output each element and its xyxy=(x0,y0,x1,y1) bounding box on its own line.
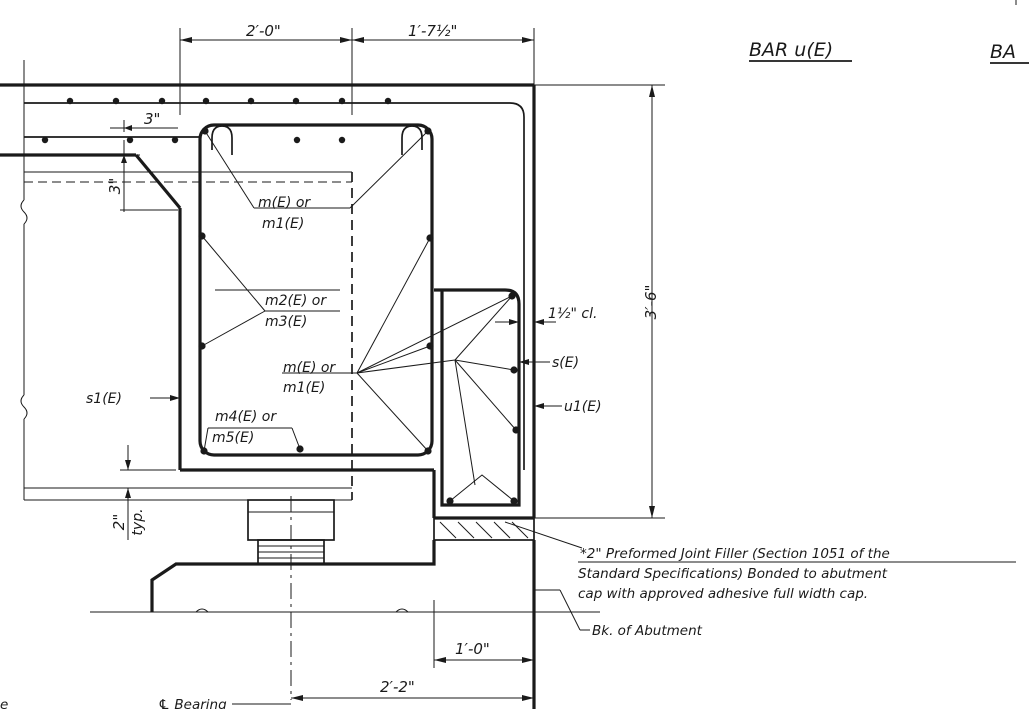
note-filler-line3: cap with approved adhesive full width ca… xyxy=(578,586,868,602)
dim-2-2-line xyxy=(232,695,534,705)
note-bk-abutment: Bk. of Abutment xyxy=(592,623,703,639)
bar-partial-title: BA xyxy=(990,41,1029,64)
label-m-top: m(E) or xyxy=(258,195,311,211)
bar-leader-lines xyxy=(201,130,517,486)
dim-typ: typ. xyxy=(130,508,146,535)
bar-u-title: BAR u(E) xyxy=(749,39,852,62)
label-m4-or: m4(E) or xyxy=(215,409,277,425)
cover-3-dims xyxy=(110,120,178,212)
label-m3: m3(E) xyxy=(265,314,307,330)
u1-leader xyxy=(534,403,562,409)
dim-bottom-2: 2" xyxy=(110,514,128,530)
note-filler-line1: *2" Preformed Joint Filler (Section 1051… xyxy=(580,546,890,562)
dim-bottom-1-0: 1′-0" xyxy=(455,640,490,658)
label-m1-top: m1(E) xyxy=(262,216,304,232)
dim-1-0-line xyxy=(433,600,534,668)
label-u1: u1(E) xyxy=(564,399,602,415)
dim-top-right: 1′-7½" xyxy=(408,22,457,40)
s1-leader xyxy=(150,395,180,401)
label-s: s(E) xyxy=(552,355,579,371)
abutment-cap xyxy=(90,540,600,709)
joint-filler xyxy=(433,517,583,549)
centerline-symbol: ℄ Bearing xyxy=(158,697,227,709)
label-m1-mid: m1(E) xyxy=(283,380,325,396)
dim-bottom-2-2: 2′-2" xyxy=(380,678,415,696)
label-m5: m5(E) xyxy=(212,430,254,446)
top-dimension-lines xyxy=(179,28,535,115)
note-filler-line2: Standard Specifications) Bonded to abutm… xyxy=(578,566,888,582)
dim-right-height: 3′-6" xyxy=(642,285,660,320)
bottom-2-dim xyxy=(120,445,176,540)
u-bar xyxy=(434,288,521,507)
stirrup-cage xyxy=(198,123,434,457)
right-dimension-line xyxy=(534,84,665,519)
bearing-assembly xyxy=(247,496,335,700)
dim-cover-3-horizontal: 3" xyxy=(144,110,160,128)
break-line-symbol xyxy=(20,60,28,500)
s-leader xyxy=(519,359,550,365)
label-m2-or: m2(E) or xyxy=(265,293,327,309)
label-m-mid: m(E) or xyxy=(283,360,336,376)
dim-cover-3-vertical: 3" xyxy=(106,178,124,194)
label-s1: s1(E) xyxy=(86,391,122,407)
dim-top-left: 2′-0" xyxy=(246,22,281,40)
note-left-edge: e xyxy=(0,697,8,709)
title-bar-partial: BA xyxy=(990,41,1016,63)
title-bar-u: BAR u(E) xyxy=(749,39,833,61)
dim-clear-cover: 1½" cl. xyxy=(548,306,597,322)
top-longitudinal-bars xyxy=(24,97,525,470)
clear-cover-dim xyxy=(495,319,556,325)
